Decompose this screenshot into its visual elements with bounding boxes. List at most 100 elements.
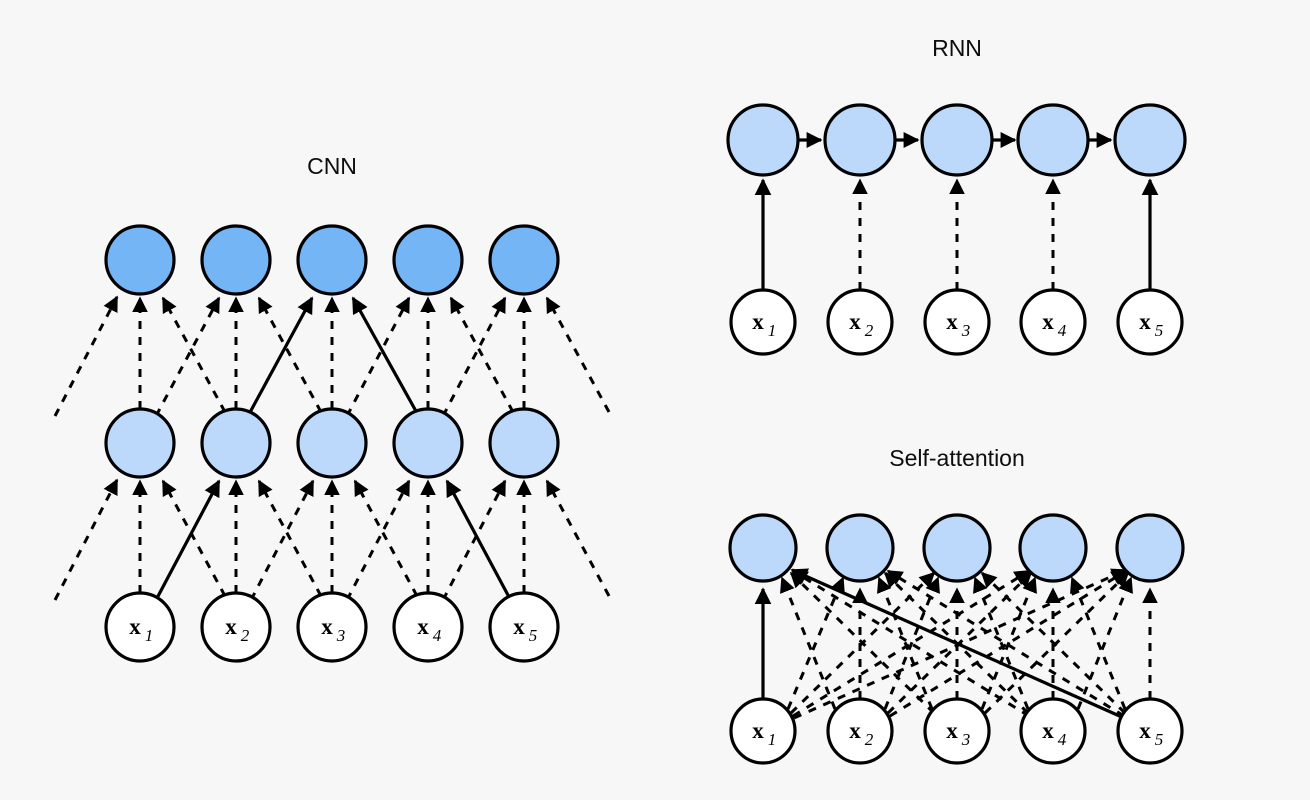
cnn-input-node-2[interactable]	[200, 591, 272, 663]
cnn-input-label-3: x	[321, 614, 333, 639]
cnn-input-label-2: x	[225, 614, 237, 639]
cnn-hidden-node-3[interactable]	[296, 407, 368, 479]
cnn-hidden-node-5[interactable]	[488, 407, 560, 479]
rnn-hidden-node-4[interactable]	[1016, 103, 1090, 177]
cnn-input-sublabel-5: 5	[529, 626, 538, 645]
rnn-input-sublabel-2: 2	[865, 321, 874, 340]
cnn-input-sublabel-2: 2	[241, 626, 250, 645]
cnn-edge-x4-h3	[353, 479, 419, 597]
cnn-hidden-node-4[interactable]	[392, 407, 464, 479]
cnn-input-node-3[interactable]	[296, 591, 368, 663]
sa-input-label-2: x	[849, 718, 861, 743]
sa-edge-x2-o5	[889, 569, 1128, 718]
cnn-input-node-4[interactable]	[392, 591, 464, 663]
rnn-input-label-4: x	[1042, 309, 1054, 334]
sa-edge-x3-o5	[983, 571, 1130, 715]
sa-output-node-4[interactable]	[1018, 513, 1088, 583]
sa-output-node-1[interactable]	[728, 513, 798, 583]
cnn-edges-hidden-to-output	[53, 295, 611, 417]
cnn-edge-x1-h2-highlight	[154, 479, 221, 601]
cnn-input-sublabel-3: 3	[336, 626, 346, 645]
sa-edge-x1-o4	[792, 569, 1031, 718]
rnn-hidden-node-2[interactable]	[823, 103, 897, 177]
sa-input-node-2[interactable]	[826, 697, 894, 765]
cnn-edge-h1-o2	[154, 296, 221, 417]
cnn-output-node-3[interactable]	[296, 224, 368, 296]
sa-output-node-5[interactable]	[1115, 513, 1185, 583]
cnn-edge-x2-h3	[249, 479, 315, 601]
cnn-output-node-5[interactable]	[488, 224, 560, 296]
cnn-edge-x3-h4	[345, 479, 411, 601]
cnn-hidden-node-2[interactable]	[200, 407, 272, 479]
rnn-input-sublabel-1: 1	[768, 321, 777, 340]
cnn-input-node-1[interactable]	[104, 591, 176, 663]
rnn-input-node-3[interactable]	[923, 288, 991, 356]
cnn-output-layer	[104, 224, 560, 296]
cnn-edge-x3-h2	[257, 479, 323, 597]
rnn-input-node-1[interactable]	[729, 288, 797, 356]
rnn-input-node-4[interactable]	[1019, 288, 1087, 356]
cnn-edge-x2-h1	[161, 479, 227, 597]
sa-input-label-3: x	[946, 718, 958, 743]
cnn-input-sublabel-4: 4	[433, 626, 442, 645]
rnn-input-label-5: x	[1139, 309, 1151, 334]
cnn-output-node-1[interactable]	[104, 224, 176, 296]
rnn-input-layer: x 1 x 2 x 3 x 4 x 5	[729, 288, 1184, 356]
sa-edge-x4-o1	[791, 569, 1030, 718]
rnn-hidden-node-3[interactable]	[920, 103, 994, 177]
cnn-edge-h3-o4	[345, 296, 411, 417]
sa-edge-x3-o2	[877, 576, 934, 710]
sa-input-node-1[interactable]	[729, 697, 797, 765]
rnn-input-label-3: x	[946, 309, 958, 334]
cnn-hidden-node-1[interactable]	[104, 407, 176, 479]
sa-input-sublabel-1: 1	[768, 730, 777, 749]
sa-input-sublabel-4: 4	[1058, 730, 1067, 749]
cnn-edge-dangle-right-lower	[545, 479, 611, 597]
cnn-output-node-4[interactable]	[392, 224, 464, 296]
rnn-input-sublabel-4: 4	[1058, 321, 1067, 340]
rnn-hidden-node-1[interactable]	[726, 103, 800, 177]
rnn-panel-title: RNN	[932, 35, 982, 61]
cnn-edge-h4-o3-highlight	[351, 296, 419, 414]
cnn-hidden-layer	[104, 407, 560, 479]
panel-rnn: RNN x 1 x	[726, 35, 1187, 356]
cnn-edge-h3-o2	[257, 296, 323, 413]
rnn-input-node-2[interactable]	[826, 288, 894, 356]
sa-edge-x4-o3	[973, 576, 1030, 710]
rnn-input-sublabel-5: 5	[1155, 321, 1164, 340]
cnn-panel-title: CNN	[307, 153, 357, 179]
sa-edge-x5-o2	[886, 569, 1125, 718]
sa-input-node-4[interactable]	[1019, 697, 1087, 765]
panel-cnn: CNN	[53, 153, 611, 663]
rnn-hidden-layer	[726, 103, 1187, 177]
sa-edge-x3-o4	[980, 576, 1037, 710]
cnn-edge-h4-o5	[441, 296, 507, 417]
sa-edge-x4-o5	[1076, 576, 1133, 710]
sa-input-label-1: x	[752, 718, 764, 743]
cnn-edge-h2-o1	[161, 296, 227, 413]
rnn-edges-input-to-hidden	[754, 178, 1159, 290]
cnn-input-label-5: x	[513, 614, 525, 639]
cnn-edge-h2-o3-highlight	[246, 296, 314, 417]
rnn-hidden-node-5[interactable]	[1113, 103, 1187, 177]
sa-output-node-3[interactable]	[922, 513, 992, 583]
self-attention-input-layer: x 1 x 2 x 3 x 4 x 5	[729, 697, 1184, 765]
sa-input-sublabel-3: 3	[961, 730, 971, 749]
cnn-input-label-1: x	[129, 614, 141, 639]
sa-output-node-2[interactable]	[825, 513, 895, 583]
sa-input-node-3[interactable]	[923, 697, 991, 765]
self-attention-output-layer	[728, 513, 1185, 583]
sa-input-node-5[interactable]	[1116, 697, 1184, 765]
cnn-edges-input-to-hidden	[53, 478, 611, 601]
cnn-output-node-2[interactable]	[200, 224, 272, 296]
sa-edge-x1-o2	[786, 576, 845, 710]
sa-edge-x3-o1	[789, 571, 936, 715]
self-attention-edges	[754, 568, 1158, 720]
rnn-input-node-5[interactable]	[1116, 288, 1184, 356]
cnn-edge-dangle-left-lower	[53, 478, 119, 601]
cnn-input-node-5[interactable]	[488, 591, 560, 663]
cnn-input-label-4: x	[417, 614, 429, 639]
rnn-input-label-2: x	[849, 309, 861, 334]
sa-edge-x5-o4	[1070, 576, 1127, 710]
